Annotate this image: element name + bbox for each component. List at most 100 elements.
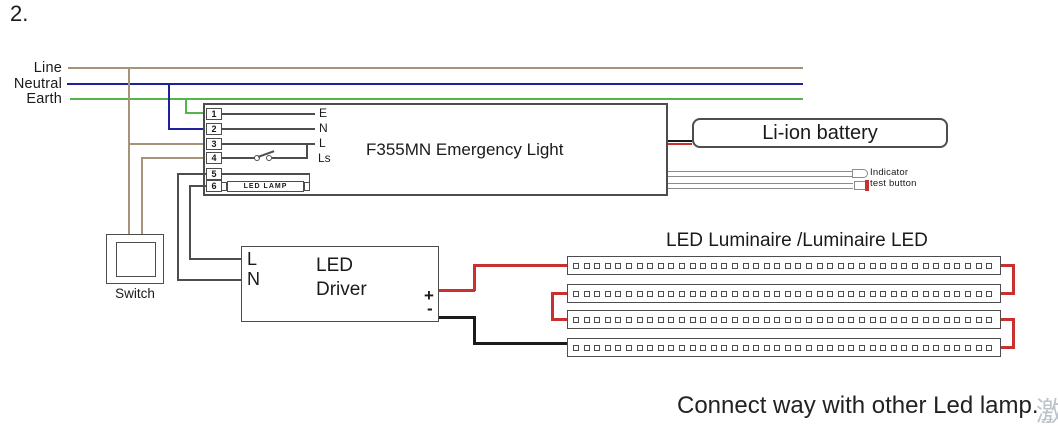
test-button-cap [865,180,869,191]
led-chip [784,344,791,351]
led-chip [848,262,855,269]
led-chip [806,290,813,297]
led-chip [604,344,611,351]
led-chip [625,290,632,297]
led-chip [710,262,717,269]
led-chip [933,290,940,297]
led-chip [753,290,760,297]
led-chip [710,316,717,323]
led-chip [594,262,601,269]
pin-label-n: N [319,121,328,135]
neutral-branch-terminal2 [168,128,208,130]
switched-live-branch-terminal4 [141,157,208,159]
led-chip [848,344,855,351]
plus-wire-c [473,264,567,267]
led-chip [657,344,664,351]
emergency-light-box [203,103,668,196]
led-chip [625,344,632,351]
led-chip [912,290,918,297]
led-chip [753,316,760,323]
led-chip [742,344,749,351]
switch-symbol-contact-right [266,155,272,161]
led-chip [827,344,834,351]
led-chip [731,316,738,323]
line-label: Line [33,60,62,76]
led-chip [922,316,929,323]
led-chip [986,316,993,323]
led-chip [678,344,685,351]
indicator-label: Indicator [870,167,909,178]
led-chip [763,262,770,269]
led-chip [710,290,717,297]
battery-label: Li-ion battery [762,122,878,144]
led-chip [742,290,749,297]
led-chip [753,262,760,269]
led-chip [731,262,738,269]
led-chip [721,262,728,269]
led-chip [837,262,844,269]
led-chip [859,316,866,323]
driver-title-line2: Driver [316,279,367,300]
minus-wire-a [439,316,475,319]
led-chip [901,316,908,323]
terminal6-driver-wire-c [189,258,241,260]
line-drop-to-switch [128,67,130,236]
led-chip [816,262,823,269]
footer-caption: Connect way with other Led lamp. [677,392,1039,419]
led-chip [668,316,675,323]
led-chip [816,316,823,323]
led-chip [763,316,770,323]
jumper-right-12-b [1012,264,1015,294]
led-chip [890,290,897,297]
led-chip [795,316,802,323]
led-chip [636,316,643,323]
led-chip [647,290,654,297]
led-chip [869,316,876,323]
led-chip [837,344,844,351]
led-chip [943,344,950,351]
led-chip [689,316,696,323]
battery-wire-red [668,143,692,145]
led-chip [869,290,876,297]
plus-wire-a [439,289,475,292]
led-chip [573,344,579,351]
led-strip-4 [567,338,1001,357]
led-chip [975,290,982,297]
driver-output-plus: + [424,286,434,305]
led-chip [912,344,918,351]
led-chip [742,262,749,269]
l-ls-junction [306,143,308,159]
led-chip [795,262,802,269]
terminal5-internal-wire [222,173,310,175]
led-chip [784,290,791,297]
led-chip [890,262,897,269]
led-chip [573,290,579,297]
testbutton-lead-1 [668,183,853,185]
indicator-lead-1 [668,171,853,173]
jumper-left-23-c [551,318,567,321]
led-chip [827,290,834,297]
led-chip [721,316,728,323]
led-chip [975,262,982,269]
earth-label: Earth [26,91,62,107]
watermark-glyph: 激 [1036,397,1058,426]
led-chip [689,262,696,269]
led-chip [689,344,696,351]
led-chip [933,344,940,351]
led-chip [763,344,770,351]
led-chip [933,316,940,323]
watermark-fragment [1043,422,1053,423]
led-chip [837,316,844,323]
driver-output-minus: - [427,299,433,318]
pin-label-ls: Ls [318,151,331,165]
terminal-1: 1 [206,108,222,120]
line-wire [68,67,803,69]
pin-wire-l [222,143,315,145]
switched-live-drop [141,158,143,236]
led-chip [731,344,738,351]
led-chip [731,290,738,297]
battery-wire-black [668,140,692,142]
pin-wire-n [222,128,315,130]
led-chip [636,262,643,269]
led-chip [848,290,855,297]
